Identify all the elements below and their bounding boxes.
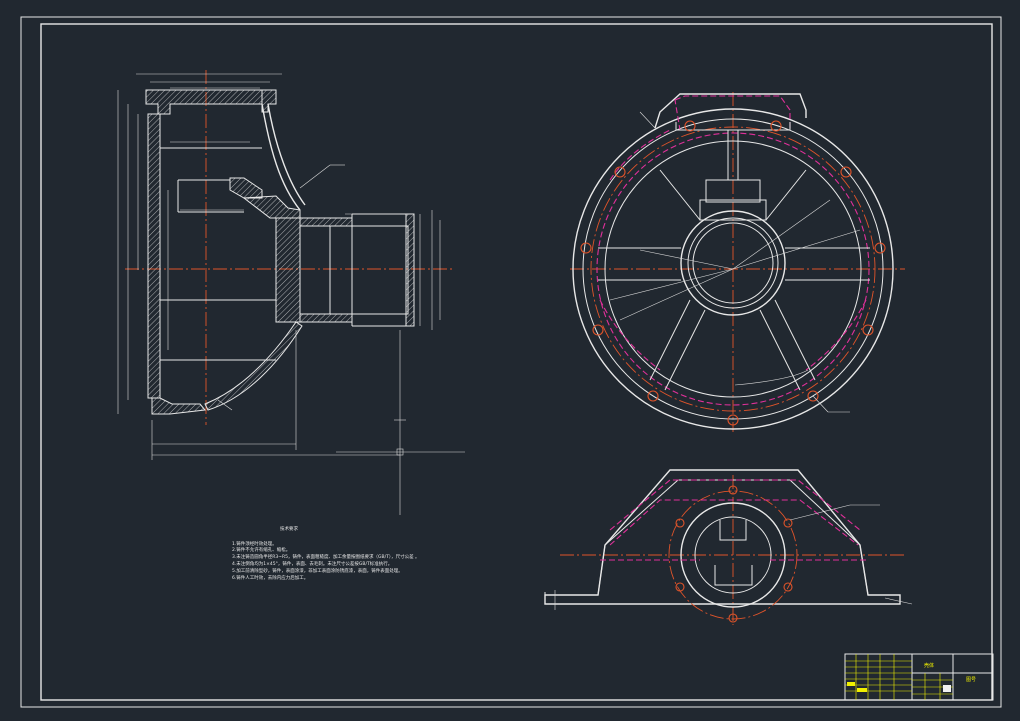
note-line: 1.铸件须经时效处理。	[232, 540, 277, 547]
drawing-number: 图号	[966, 677, 976, 683]
note-line: 4.未注倒角均为1×45°，铸件，表面、去毛刺。未注尺寸公差按GB/T标准执行。	[232, 560, 392, 567]
front-view	[570, 92, 905, 432]
note-line: 2.铸件不允许有缩孔、缩松。	[232, 546, 290, 553]
notes-title: 技术要求	[280, 525, 298, 532]
note-line: 3.未注铸造圆角半径R3~R5，铸件，表面粗糙度、加工余量按图纸要求（GB/T）…	[232, 553, 420, 560]
inner-border	[40, 23, 993, 701]
technical-notes: 技术要求 1.铸件须经时效处理。 2.铸件不允许有缩孔、缩松。 3.未注铸造圆角…	[232, 525, 420, 581]
outer-border	[20, 16, 1002, 708]
section-view	[117, 70, 465, 515]
note-line: 5.加工前清除型砂，铸件，表面涂漆，非加工表面涂防锈底漆，表面，铸件表面处理。	[232, 567, 403, 574]
title-block: 壳体 图号	[844, 653, 994, 701]
bottom-view	[544, 469, 913, 625]
note-line: 6.铸件人工时效，去除内应力后加工。	[232, 574, 308, 581]
part-name: 壳体	[924, 662, 934, 669]
